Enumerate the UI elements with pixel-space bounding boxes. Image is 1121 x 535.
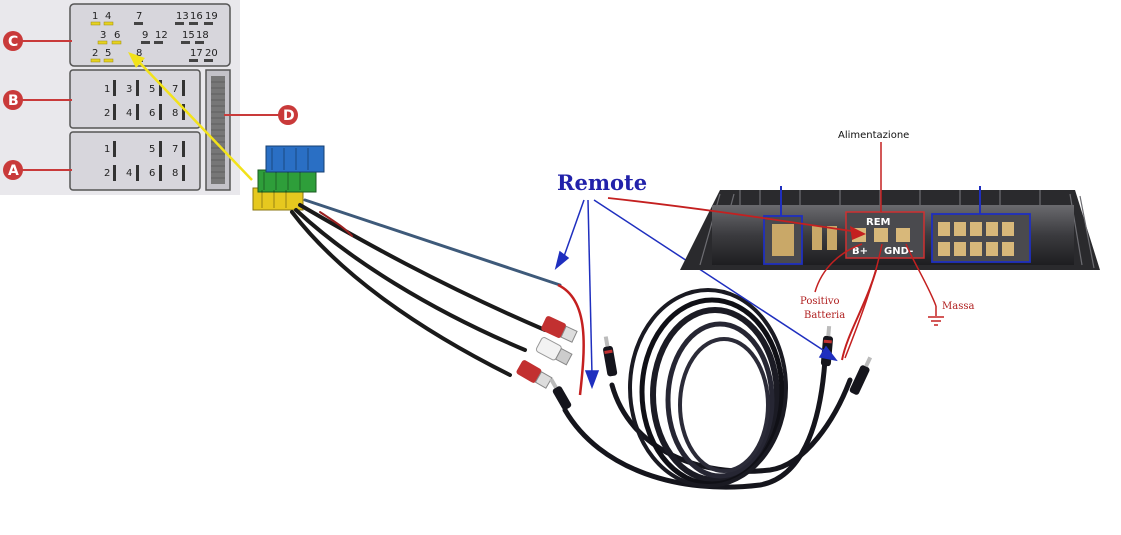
block-a: [69, 131, 201, 191]
block-b: [69, 69, 201, 129]
iso-connector: 1 4 7 13 16 19 3 6 9 12 15 18 2 5 8 17 2…: [0, 0, 298, 195]
amp-gnd-label: GND-: [884, 246, 913, 257]
pin-c-1: 1: [92, 11, 98, 22]
label-d-badge: [278, 105, 298, 125]
ground-icon: [928, 316, 944, 326]
amp-rem-label: REM: [866, 217, 891, 228]
pin-c-16: 16: [190, 11, 203, 22]
pin-b-7: 7: [172, 84, 178, 95]
amp-fuse-2: [827, 226, 837, 250]
rem-arrowhead: [850, 226, 866, 240]
pin-a-7: 7: [172, 144, 178, 155]
label-a: A: [8, 163, 19, 179]
pin-c-2: 2: [92, 48, 98, 59]
pin-b-4: 4: [126, 108, 132, 119]
pin-c-9: 9: [142, 30, 148, 41]
label-a-badge: [3, 160, 23, 180]
pin-c-4: 4: [105, 11, 111, 22]
pin-b-1: 1: [104, 84, 110, 95]
yellow-arrowhead: [128, 52, 145, 68]
positivo-line-main: [844, 243, 883, 359]
remote-label: Remote: [557, 170, 647, 195]
pin-b-8: 8: [172, 108, 178, 119]
remote-arrows: [554, 199, 838, 390]
yellow-pointer-line: [139, 62, 253, 181]
label-c-badge: [3, 31, 23, 51]
label-d: D: [283, 108, 295, 124]
pin-b-2: 2: [104, 108, 110, 119]
harness-rca-plugs: [516, 316, 578, 389]
pin-c-12: 12: [155, 30, 168, 41]
massa-label: Massa: [942, 301, 974, 312]
massa-line: [905, 243, 937, 307]
pin-b-6: 6: [149, 108, 155, 119]
pin-b-5: 5: [149, 84, 155, 95]
amp-fuse-1: [812, 226, 822, 250]
pin-c-18: 18: [196, 30, 209, 41]
pin-c-13: 13: [176, 11, 189, 22]
pin-c-3: 3: [100, 30, 106, 41]
label-c: C: [8, 34, 18, 50]
remote-wire-red: [557, 283, 585, 396]
label-b-badge: [3, 90, 23, 110]
label-b: B: [8, 93, 19, 109]
power-title: Alimentazione: [838, 130, 909, 141]
pin-c-20: 20: [205, 48, 218, 59]
harness-wires: [290, 198, 562, 377]
pin-c-7: 7: [136, 11, 142, 22]
pin-c-19: 19: [205, 11, 218, 22]
pin-b-3: 3: [126, 84, 132, 95]
amp-bplus-label: B+: [852, 246, 868, 257]
positivo-label-2: Batteria: [804, 310, 845, 321]
block-c: [69, 3, 231, 67]
amplifier: REM B+ GND-: [680, 186, 1100, 270]
positivo-label-1: Positivo: [800, 296, 840, 307]
remote-red-line: [607, 197, 859, 233]
pin-c-6: 6: [114, 30, 120, 41]
pin-a-5: 5: [149, 144, 155, 155]
pin-a-4: 4: [126, 168, 132, 179]
positivo-line: [814, 243, 863, 293]
pin-a-8: 8: [172, 168, 178, 179]
pin-c-17: 17: [190, 48, 203, 59]
pin-a-1: 1: [104, 144, 110, 155]
pin-c-8: 8: [136, 48, 142, 59]
pin-c-15: 15: [182, 30, 195, 41]
rca-cable-coil: [562, 288, 853, 490]
pin-c-5: 5: [105, 48, 111, 59]
pin-a-2: 2: [104, 168, 110, 179]
adapter-plug: [252, 145, 325, 211]
coil-red-wire: [841, 254, 881, 361]
pin-a-6: 6: [149, 168, 155, 179]
